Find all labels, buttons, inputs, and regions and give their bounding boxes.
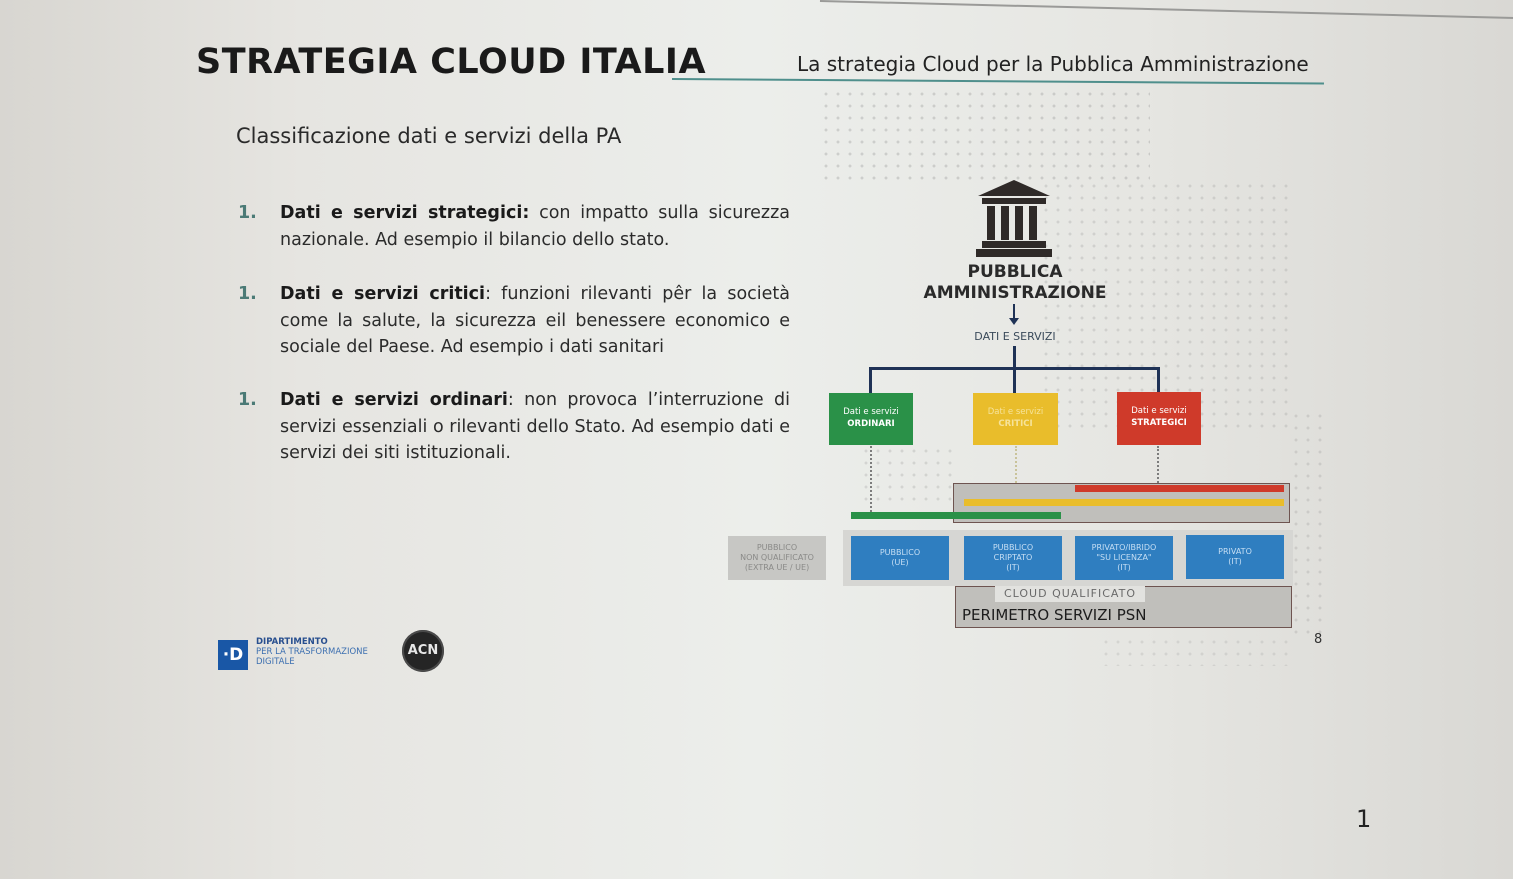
dtd-line3: DIGITALE — [256, 657, 295, 667]
cloud-type-line2: (IT) — [1228, 557, 1242, 566]
cloud-type-privato-ibrido: PRIVATO/IBRIDO "SU LICENZA" (IT) — [1075, 536, 1173, 580]
cloud-type-pubblico-non-qualificato: PUBBLICO NON QUALIFICATO (EXTRA UE / UE) — [728, 536, 826, 580]
pa-label-line1: PUBBLICA — [967, 262, 1063, 282]
section-heading: Classificazione dati e servizi della PA — [236, 124, 622, 148]
arrow-down-icon — [1009, 304, 1019, 325]
coverage-bar-strategici — [1075, 485, 1284, 492]
slide-page-number: 8 — [1314, 632, 1323, 647]
list-item-critical: 1. Dati e servizi critici: funzioni rile… — [238, 281, 790, 361]
cloud-type-line3: (EXTRA UE / UE) — [744, 563, 810, 572]
list-item-description: con impatto sulla sicurezza nazionale. A… — [280, 203, 790, 250]
dati-servizi-label: DATI E SERVIZI — [974, 330, 1056, 343]
connector-horizontal — [869, 367, 1160, 370]
cloud-type-line2: CRIPTATO — [993, 553, 1033, 562]
category-line2: ORDINARI — [847, 419, 895, 429]
dot-pattern-top — [820, 88, 1150, 183]
list-number: 1. — [238, 284, 257, 304]
list-item-term: Dati e servizi ordinari — [280, 390, 508, 410]
cloud-type-pubblico-criptato: PUBBLICO CRIPTATO (IT) — [964, 536, 1062, 580]
slide-title: STRATEGIA CLOUD ITALIA — [196, 42, 707, 82]
cloud-type-line3: (IT) — [1117, 563, 1131, 572]
dot-pattern-right — [1040, 180, 1290, 430]
list-item-description: : funzioni rilevanti pêr la società come… — [280, 284, 790, 357]
monitor-bezel-edge — [819, 0, 1513, 20]
cloud-type-line2: NON QUALIFICATO — [740, 553, 814, 562]
connector-vertical-main — [1013, 346, 1016, 394]
connector-left — [869, 367, 872, 393]
pa-label: PUBBLICA AMMINISTRAZIONE — [920, 262, 1110, 304]
cloud-type-line1: PRIVATO/IBRIDO — [1091, 543, 1157, 552]
coverage-bar-critici — [964, 499, 1284, 506]
category-strategici: Dati e servizi STRATEGICI — [1117, 392, 1201, 445]
cloud-type-line2: (UE) — [891, 558, 909, 567]
building-columns-icon — [976, 180, 1052, 257]
acn-logo-icon: ACN — [402, 630, 444, 672]
cloud-type-line1: PUBBLICO — [879, 548, 921, 557]
document-page-number: 1 — [1356, 805, 1372, 833]
category-line2: STRATEGICI — [1131, 418, 1187, 428]
dtd-logo-icon: ·D — [218, 640, 248, 670]
psn-label: PERIMETRO SERVIZI PSN — [962, 606, 1147, 624]
cloud-qualificato-label: CLOUD QUALIFICATO — [995, 586, 1145, 602]
connector-right — [1157, 367, 1160, 393]
list-item-strategic: 1. Dati e servizi strategici: con impatt… — [238, 200, 790, 253]
dot-pattern-bottom — [1100, 636, 1290, 666]
title-underline — [671, 78, 1324, 85]
dtd-line2: PER LA TRASFORMAZIONE — [256, 647, 368, 657]
cloud-type-line3: (IT) — [1006, 563, 1020, 572]
cloud-type-pubblico-ue: PUBBLICO (UE) — [851, 536, 949, 580]
list-number: 1. — [238, 203, 257, 223]
dot-pattern-edge — [1290, 410, 1330, 640]
list-item-term: Dati e servizi critici — [280, 284, 486, 304]
dot-pattern-mid — [860, 445, 960, 505]
coverage-bar-ordinari — [851, 512, 1061, 519]
pa-label-line2: AMMINISTRAZIONE — [923, 283, 1107, 303]
dotted-line-critici — [1015, 446, 1017, 486]
category-line2: CRITICI — [998, 419, 1033, 429]
category-line1: Dati e servizi — [987, 407, 1044, 417]
cloud-type-line1: PRIVATO — [1218, 547, 1252, 556]
category-critici: Dati e servizi CRITICI — [973, 393, 1058, 445]
cloud-type-privato: PRIVATO (IT) — [1186, 535, 1284, 579]
dotted-line-ordinari — [870, 446, 872, 512]
cloud-type-line1: PUBBLICO — [756, 543, 798, 552]
category-line1: Dati e servizi — [1131, 406, 1187, 416]
slide-subtitle: La strategia Cloud per la Pubblica Ammin… — [797, 52, 1309, 76]
list-number: 1. — [238, 390, 257, 410]
list-item-ordinary: 1. Dati e servizi ordinari: non provoca … — [238, 387, 790, 467]
category-ordinari: Dati e servizi ORDINARI — [829, 393, 913, 445]
list-item-term: Dati e servizi strategici: — [280, 203, 530, 223]
dtd-logo-text: DIPARTIMENTO PER LA TRASFORMAZIONE DIGIT… — [256, 637, 368, 667]
category-line1: Dati e servizi — [843, 407, 899, 417]
dtd-line1: DIPARTIMENTO — [256, 637, 328, 647]
list-item-description: : non provoca l’interruzione di servizi … — [280, 390, 790, 463]
cloud-type-line2: "SU LICENZA" — [1096, 553, 1152, 562]
cloud-type-line1: PUBBLICO — [992, 543, 1034, 552]
dotted-line-strategici — [1157, 446, 1159, 486]
